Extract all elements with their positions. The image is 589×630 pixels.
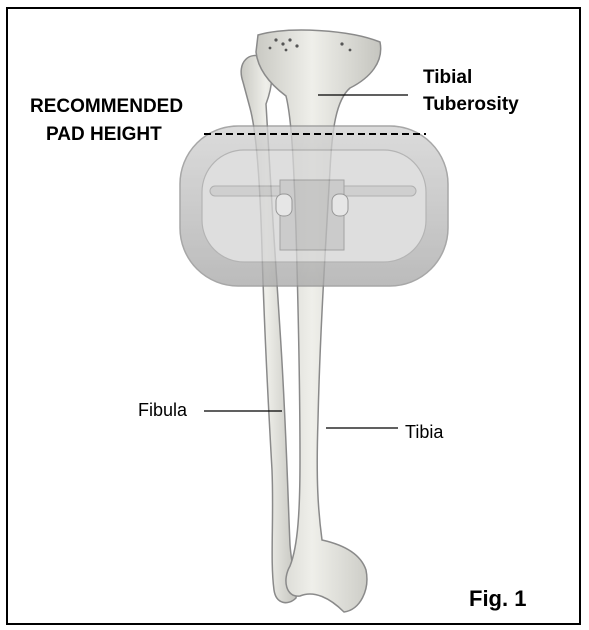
- pad-height-label: PAD HEIGHT: [46, 123, 162, 147]
- tuberosity-label: Tuberosity: [423, 93, 519, 117]
- figure-caption: Fig. 1: [469, 586, 526, 612]
- recommended-label: RECOMMENDED: [30, 95, 183, 119]
- tibial-label: Tibial: [423, 66, 472, 90]
- fibula-label: Fibula: [138, 400, 187, 421]
- knee-pad: [180, 126, 448, 286]
- tibia-label: Tibia: [405, 422, 443, 443]
